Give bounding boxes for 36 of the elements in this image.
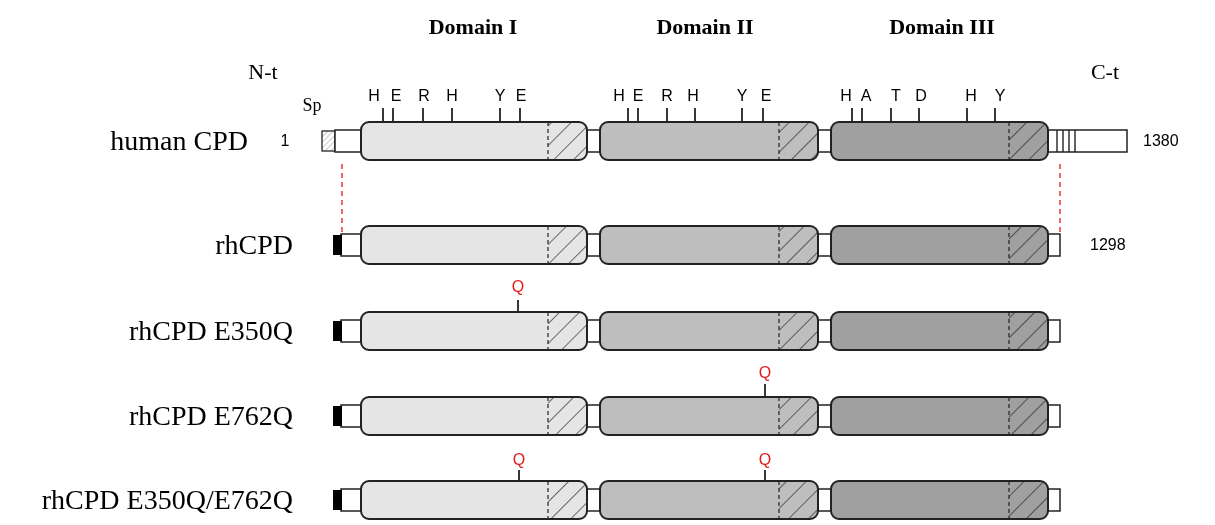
mutation-label: Q <box>758 452 772 468</box>
residue-label: E <box>760 88 772 104</box>
terminus-label: C-t <box>1090 61 1120 83</box>
residue-label: E <box>632 88 644 104</box>
residue-label: T <box>891 88 901 104</box>
residue-label: E <box>515 88 527 104</box>
construct-label: rhCPD <box>215 231 293 259</box>
residue-number: 1298 <box>1090 237 1126 253</box>
residue-label: R <box>418 88 430 104</box>
domain-heading: Domain I <box>428 16 518 38</box>
residue-label: R <box>661 88 673 104</box>
residue-number: 1 <box>280 133 290 149</box>
terminus-label: N-t <box>248 61 278 83</box>
mutation-label: Q <box>758 365 772 381</box>
residue-label: D <box>915 88 927 104</box>
residue-number: 1380 <box>1143 133 1179 149</box>
residue-label: H <box>613 88 625 104</box>
residue-label: H <box>446 88 458 104</box>
construct-label: rhCPD E350Q <box>128 317 293 345</box>
mutation-label: Q <box>512 452 526 468</box>
residue-label: H <box>368 88 380 104</box>
construct-label: human CPD <box>110 127 248 155</box>
construct-label: rhCPD E762Q <box>128 402 293 430</box>
mutation-label: Q <box>511 279 525 295</box>
signal-peptide-label: Sp <box>302 96 322 114</box>
residue-label: H <box>965 88 977 104</box>
residue-label: Y <box>736 88 748 104</box>
residue-label: Y <box>994 88 1006 104</box>
domain-heading: Domain III <box>889 16 995 38</box>
domain-heading: Domain II <box>656 16 754 38</box>
residue-label: H <box>840 88 852 104</box>
residue-label: A <box>860 88 872 104</box>
construct-label: rhCPD E350Q/E762Q <box>41 486 293 514</box>
residue-label: Y <box>494 88 506 104</box>
residue-label: E <box>390 88 402 104</box>
residue-label: H <box>687 88 699 104</box>
